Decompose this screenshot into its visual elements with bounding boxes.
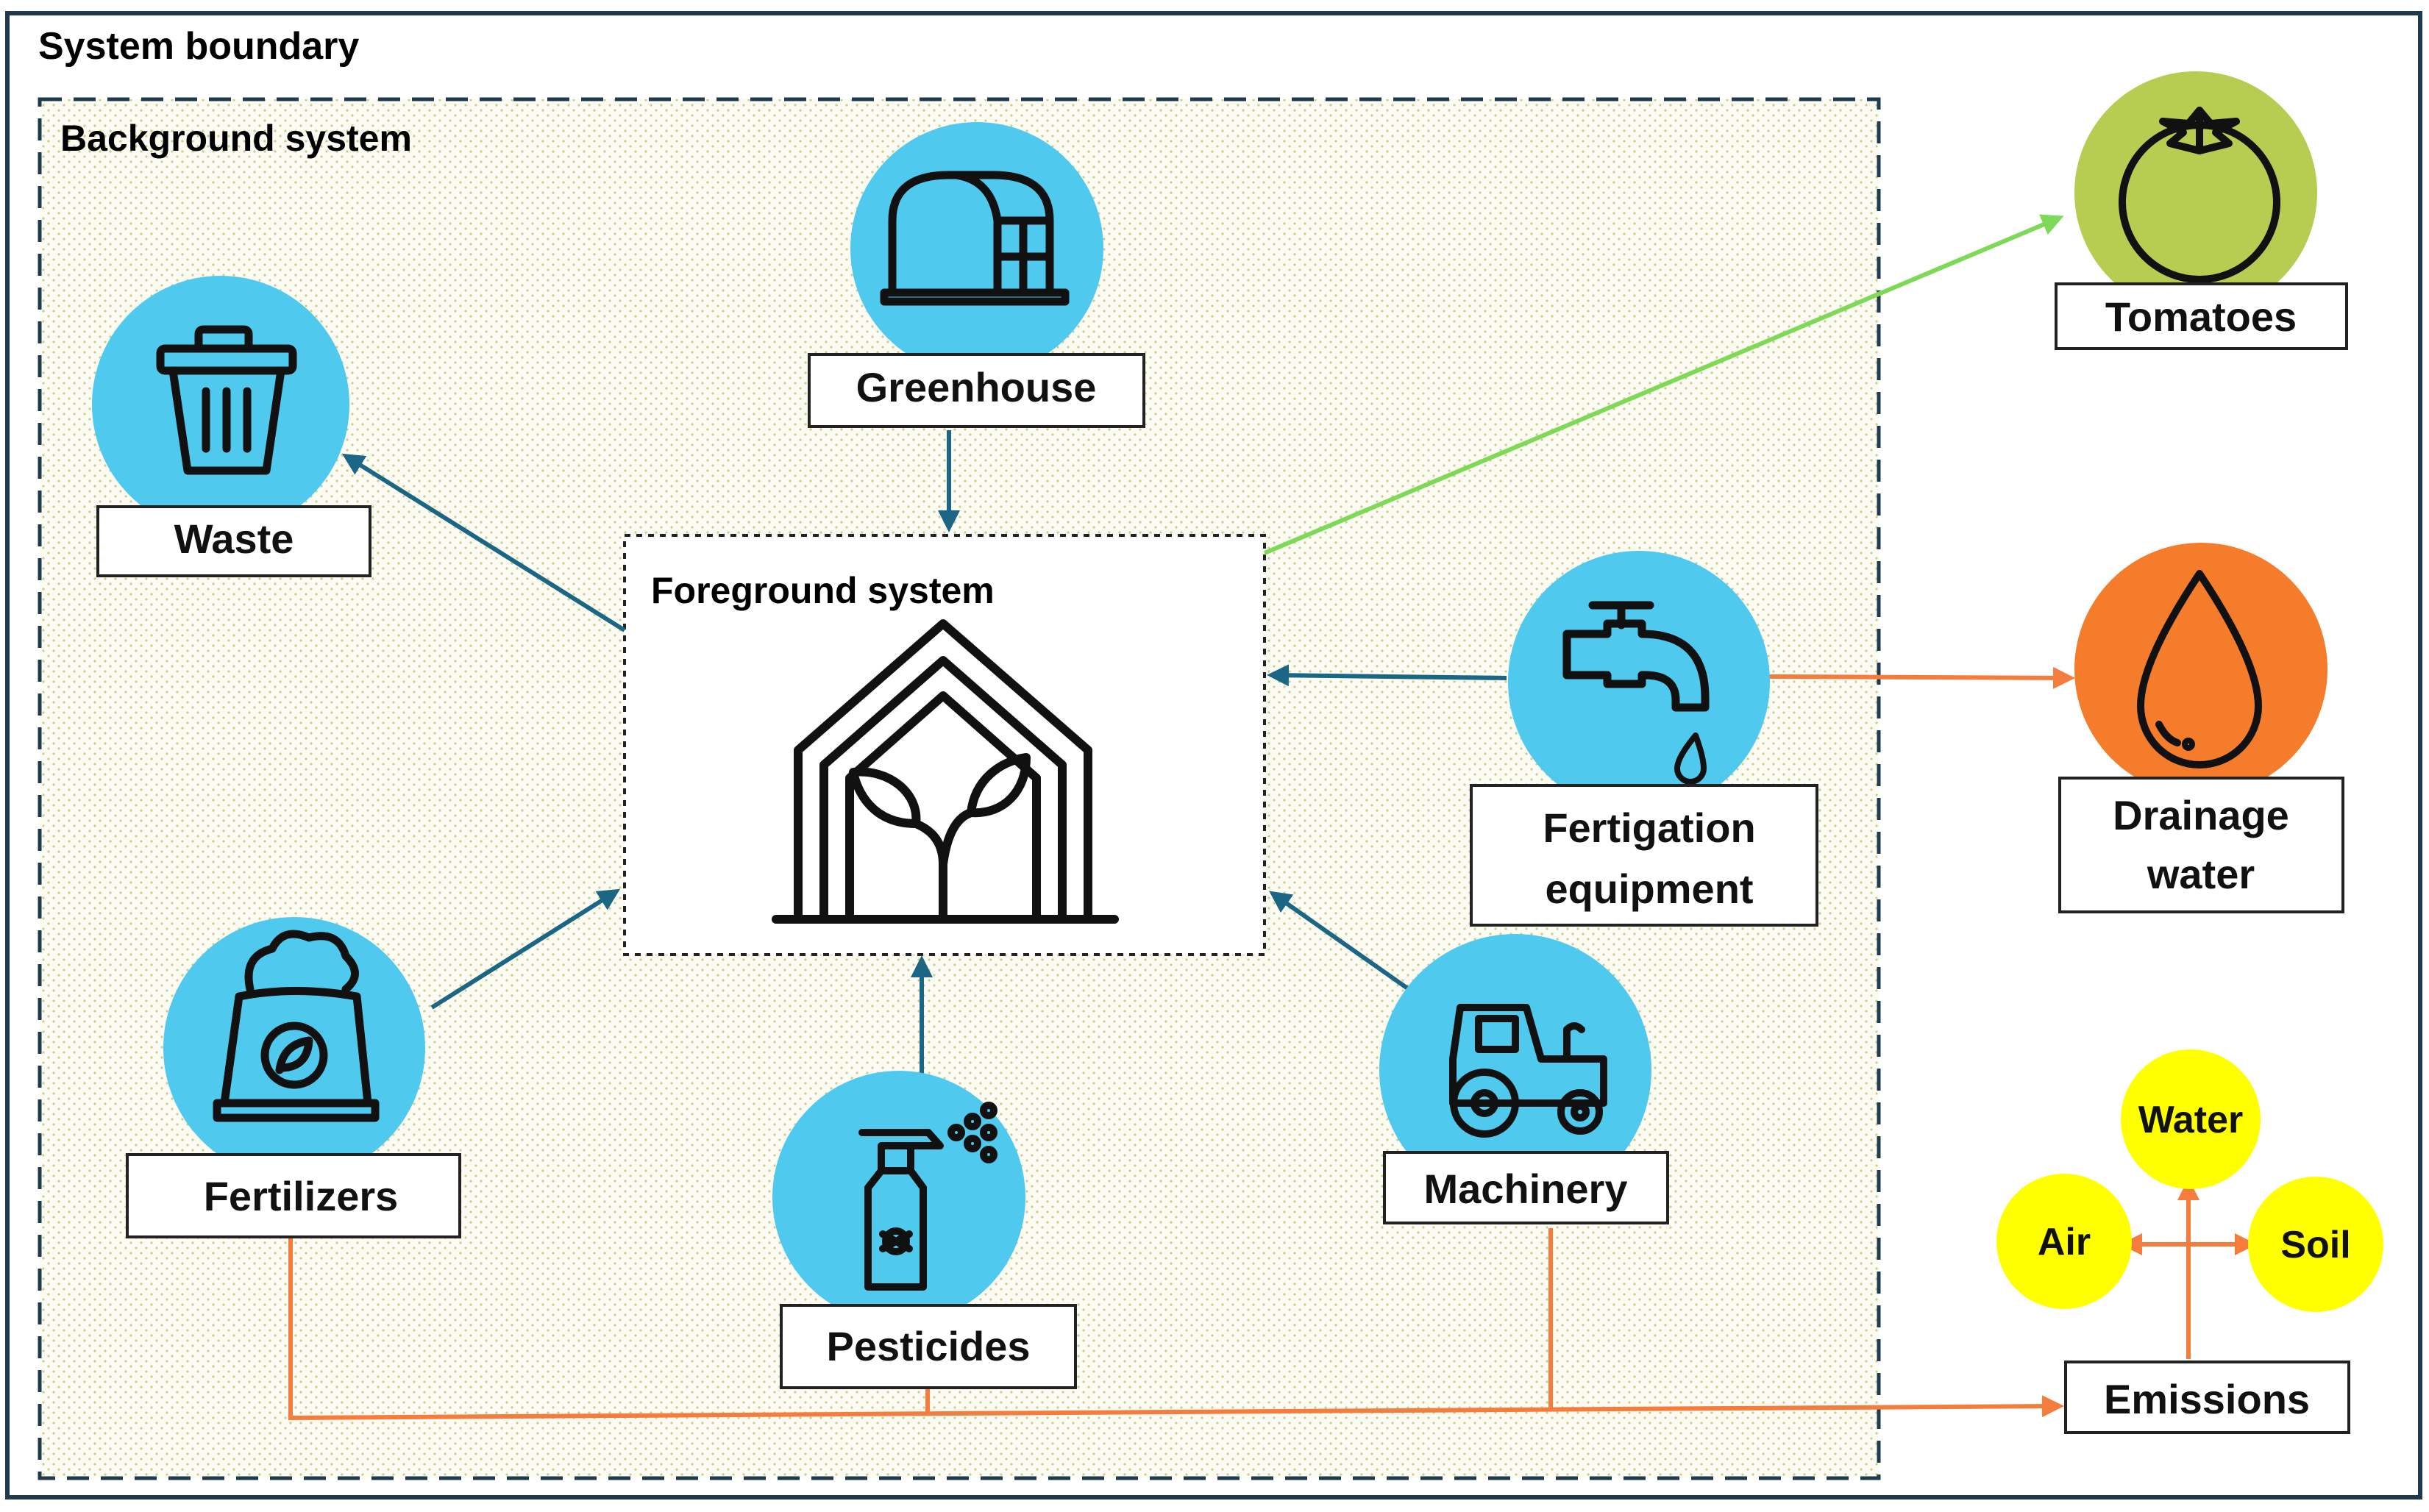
waste-circle <box>92 276 349 533</box>
input-flows <box>341 430 1507 1074</box>
fertigation-label-line2: equipment <box>1545 866 1753 912</box>
tomatoes-label: Tomatoes <box>2105 293 2297 340</box>
background-system-label: Background system <box>60 118 412 159</box>
tomatoes-arrow <box>1263 214 2064 555</box>
fertigation-label-line1: Fertigation <box>1543 805 1755 851</box>
foreground-system-label: Foreground system <box>651 570 995 611</box>
machinery-label-box <box>1383 1151 1669 1224</box>
fertilizers-label: Fertilizers <box>204 1173 399 1219</box>
fertilizers-label-box <box>126 1153 461 1238</box>
air-compartment-label: Air <box>2038 1221 2091 1263</box>
water-tap-icon <box>1562 601 1710 785</box>
pesticides-label-box <box>780 1304 1077 1389</box>
machinery-label: Machinery <box>1424 1166 1628 1212</box>
machinery-arrow <box>1269 891 1415 995</box>
spray-bottle-icon <box>858 1102 997 1291</box>
tractor-icon <box>1449 1004 1607 1138</box>
soil-compartment-label: Soil <box>2280 1224 2350 1266</box>
water-drop-icon <box>2137 570 2262 769</box>
fertigation-label-box <box>1470 784 1818 927</box>
greenhouse-icon <box>880 171 1070 306</box>
drainage-arrow <box>1768 666 2075 689</box>
water-compartment-label: Water <box>2138 1099 2244 1141</box>
fertilizer-bag-icon <box>213 930 380 1122</box>
emission-flows <box>288 666 2257 1421</box>
drainage-label-box <box>2058 777 2344 913</box>
air-compartment-circle <box>1996 1174 2132 1309</box>
greenhouse-label: Greenhouse <box>856 364 1097 410</box>
emissions-label-box <box>2064 1361 2350 1434</box>
tomatoes-label-box <box>2055 282 2348 350</box>
emissions-label: Emissions <box>2104 1376 2310 1422</box>
soil-compartment-circle <box>2248 1177 2383 1312</box>
drainage-label-line2: water <box>2147 851 2255 897</box>
emissions-collector-arrow <box>288 1235 2064 1421</box>
fertigation-arrow <box>1267 664 1507 687</box>
fertilizers-arrow <box>430 888 621 1010</box>
waste-label: Waste <box>174 516 294 562</box>
system-boundary-label: System boundary <box>38 25 359 68</box>
drainage-label-line1: Drainage <box>2113 792 2289 838</box>
waste-label-box <box>96 505 371 577</box>
trash-bin-icon <box>156 325 297 475</box>
pesticides-label: Pesticides <box>826 1323 1030 1369</box>
waste-arrow <box>341 453 626 632</box>
tomato-icon <box>2119 107 2280 283</box>
greenhouse-label-box <box>808 353 1145 428</box>
machinery-circle <box>1379 934 1651 1206</box>
greenhouse-plant-icon <box>772 619 1119 924</box>
drainage-circle <box>2074 543 2327 796</box>
water-compartment-circle <box>2121 1049 2261 1189</box>
